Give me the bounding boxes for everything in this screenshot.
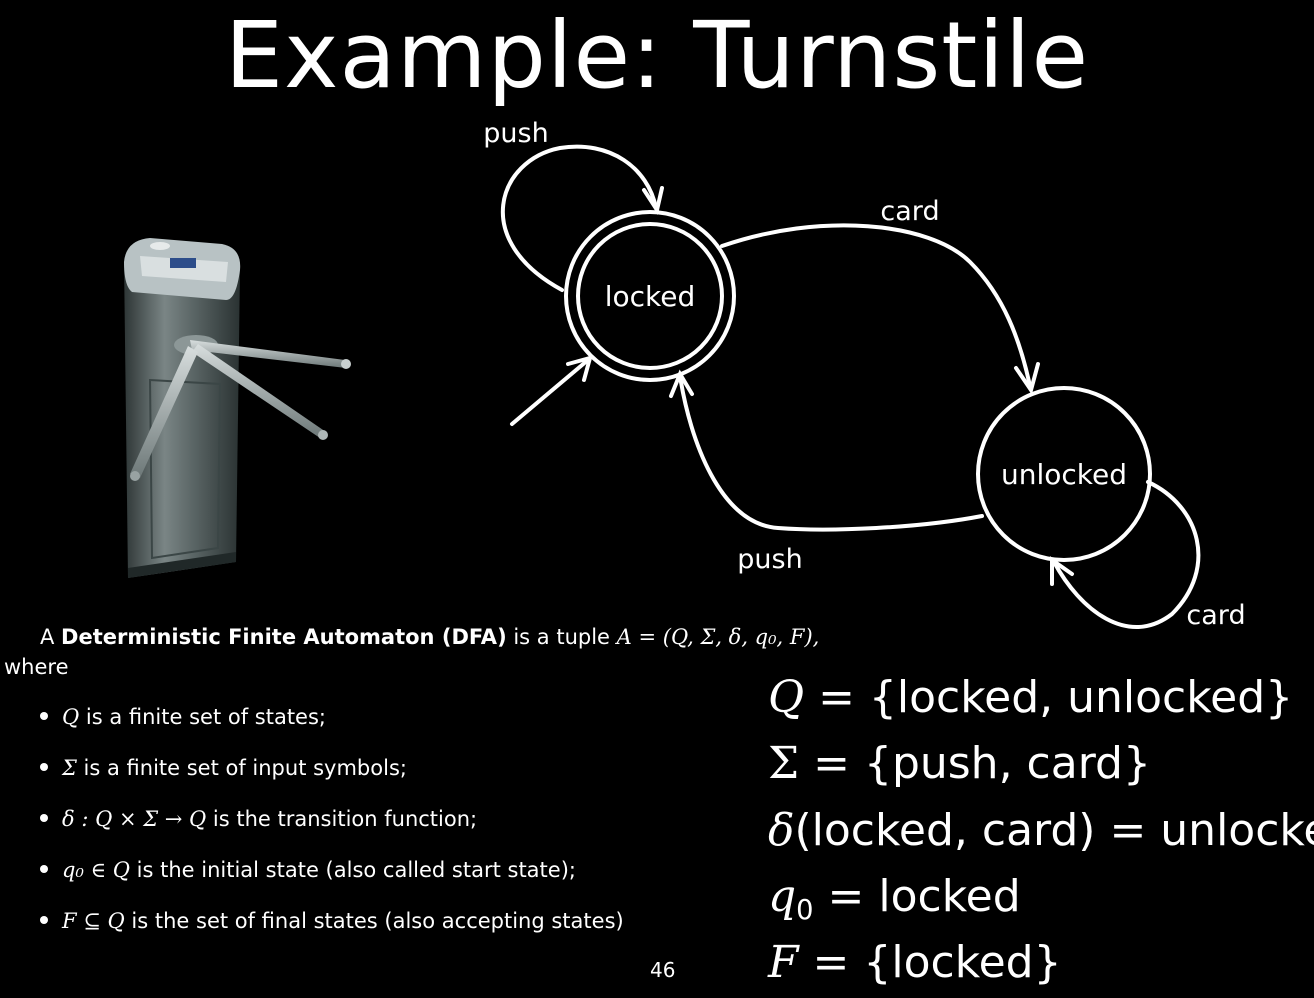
bullet-text: is the set of final states (also accepti… [124, 909, 624, 933]
state-locked: locked [564, 210, 736, 382]
intro-prefix: A [40, 625, 62, 649]
state-unlocked: unlocked [976, 386, 1152, 562]
equation-delta: δ(locked, card) = unlocked [768, 801, 1314, 861]
bullet-dot [40, 916, 48, 924]
transition-locked-self-push [500, 144, 664, 292]
definition-intro: A Deterministic Finite Automaton (DFA) i… [0, 622, 900, 652]
slide-title: Example: Turnstile [224, 2, 1090, 109]
page-number: 46 [650, 958, 676, 982]
label-locked-self-push: push [483, 118, 548, 149]
bullet-dot [40, 865, 48, 873]
turnstile-image [124, 238, 351, 578]
equation-q0-rhs: = locked [813, 871, 1021, 922]
equation-q0-lhs: q [768, 871, 797, 922]
bullet-text: is the initial state (also called start … [129, 858, 576, 882]
bullet-symbol: q₀ ∈ Q [62, 858, 130, 882]
intro-mid: is a tuple [506, 625, 617, 649]
dfa-name: Deterministic Finite Automaton [61, 625, 435, 649]
bullet-dot [40, 712, 48, 720]
bullet-initial-state: q₀ ∈ Q is the initial state (also called… [40, 855, 576, 885]
bullet-text: is a finite set of states; [79, 705, 326, 729]
equation-delta-lhs: δ [768, 805, 795, 856]
transition-unlocked-to-locked-push [669, 369, 984, 532]
transition-locked-to-unlocked-card [720, 223, 1040, 395]
equation-sigma-rhs: = {push, card} [799, 738, 1151, 789]
equation-Q: Q = {locked, unlocked} [768, 668, 1293, 728]
definition-where: where [4, 655, 69, 679]
equation-F-rhs: = {locked} [798, 937, 1062, 988]
bullet-final-states: F ⊆ Q is the set of final states (also a… [40, 906, 624, 936]
label-unlocked-self-card: card [1186, 600, 1245, 631]
label-locked-to-unlocked-card: card [880, 196, 939, 227]
dfa-abbrev: DFA [451, 625, 498, 649]
bullet-symbol: F ⊆ Q [62, 909, 125, 933]
bullet-dot [40, 763, 48, 771]
state-unlocked-label: unlocked [1001, 458, 1127, 491]
state-locked-label: locked [605, 280, 696, 313]
open-paren: ( [434, 625, 452, 649]
initial-state-arrow [510, 355, 593, 426]
equation-Q-rhs: = {locked, unlocked} [804, 672, 1294, 723]
transition-unlocked-self-card [1050, 480, 1201, 629]
bullet-alphabet: Σ is a finite set of input symbols; [40, 753, 407, 783]
equation-sigma: Σ = {push, card} [768, 734, 1151, 794]
bullet-transition: δ : Q × Σ → Q is the transition function… [40, 804, 477, 834]
bullet-text: is the transition function; [206, 807, 478, 831]
bullet-dot [40, 814, 48, 822]
bullet-symbol: Σ [62, 756, 77, 780]
bullet-symbol: Q [62, 705, 80, 729]
equation-F: F = {locked} [768, 933, 1062, 993]
dfa-definition: A Deterministic Finite Automaton (DFA) i… [0, 622, 900, 682]
bullet-symbol: δ : Q × Σ → Q [62, 807, 207, 831]
equation-F-lhs: F [768, 937, 799, 988]
equation-delta-rhs: (locked, card) = unlocked [794, 805, 1314, 856]
equation-q0-subscript: 0 [796, 895, 814, 927]
equation-sigma-lhs: Σ [768, 738, 800, 789]
equation-q0: q0 = locked [768, 867, 1021, 927]
label-unlocked-to-locked-push: push [737, 544, 802, 575]
bullet-states: Q is a finite set of states; [40, 702, 326, 732]
close-paren: ) [497, 625, 507, 649]
equation-Q-lhs: Q [768, 672, 805, 723]
bullet-text: is a finite set of input symbols; [76, 756, 407, 780]
tuple-formula: A = (Q, Σ, δ, q₀, F), [616, 625, 820, 649]
